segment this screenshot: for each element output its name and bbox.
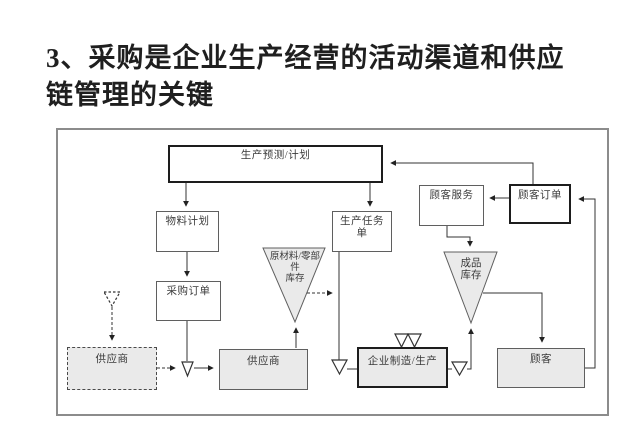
node-supplier-label: 供应商 (247, 356, 280, 367)
node-customer-order: 顾客订单 (509, 184, 571, 224)
node-production-task-order-label: 生产任务 单 (340, 216, 384, 239)
node-material-plan: 物料计划 (156, 211, 219, 252)
node-supplier: 供应商 (219, 349, 308, 390)
raw-inventory-label: 原材料/零部 件 库存 (269, 252, 321, 284)
node-production-task-order: 生产任务 单 (332, 211, 392, 252)
node-purchase-order: 采购订单 (156, 281, 221, 321)
node-production-forecast: 生产预测/计划 (168, 145, 383, 183)
node-material-plan-label: 物料计划 (165, 216, 210, 227)
finished-inventory-label: 成品 库存 (460, 258, 482, 281)
node-potential-supplier-label: 供应商 (95, 354, 129, 365)
slide-title: 3、采购是企业生产经营的活动渠道和供应 链管理的关键 (46, 40, 621, 114)
node-customer-service: 顾客服务 (419, 185, 484, 226)
node-customer-service-label: 顾客服务 (429, 190, 474, 201)
node-customer-order-label: 顾客订单 (518, 190, 562, 201)
node-production-forecast-label: 生产预测/计划 (240, 150, 311, 161)
slide-title-line2: 链管理的关键 (46, 80, 214, 110)
node-potential-supplier: 供应商 (67, 347, 157, 390)
node-manufacturing: 企业制造/生产 (357, 347, 448, 388)
node-customer: 顾客 (497, 348, 585, 388)
node-customer-label: 顾客 (530, 354, 552, 365)
slide-title-line1: 3、采购是企业生产经营的活动渠道和供应 (46, 43, 565, 73)
node-purchase-order-label: 采购订单 (166, 286, 211, 297)
node-manufacturing-label: 企业制造/生产 (367, 356, 438, 367)
